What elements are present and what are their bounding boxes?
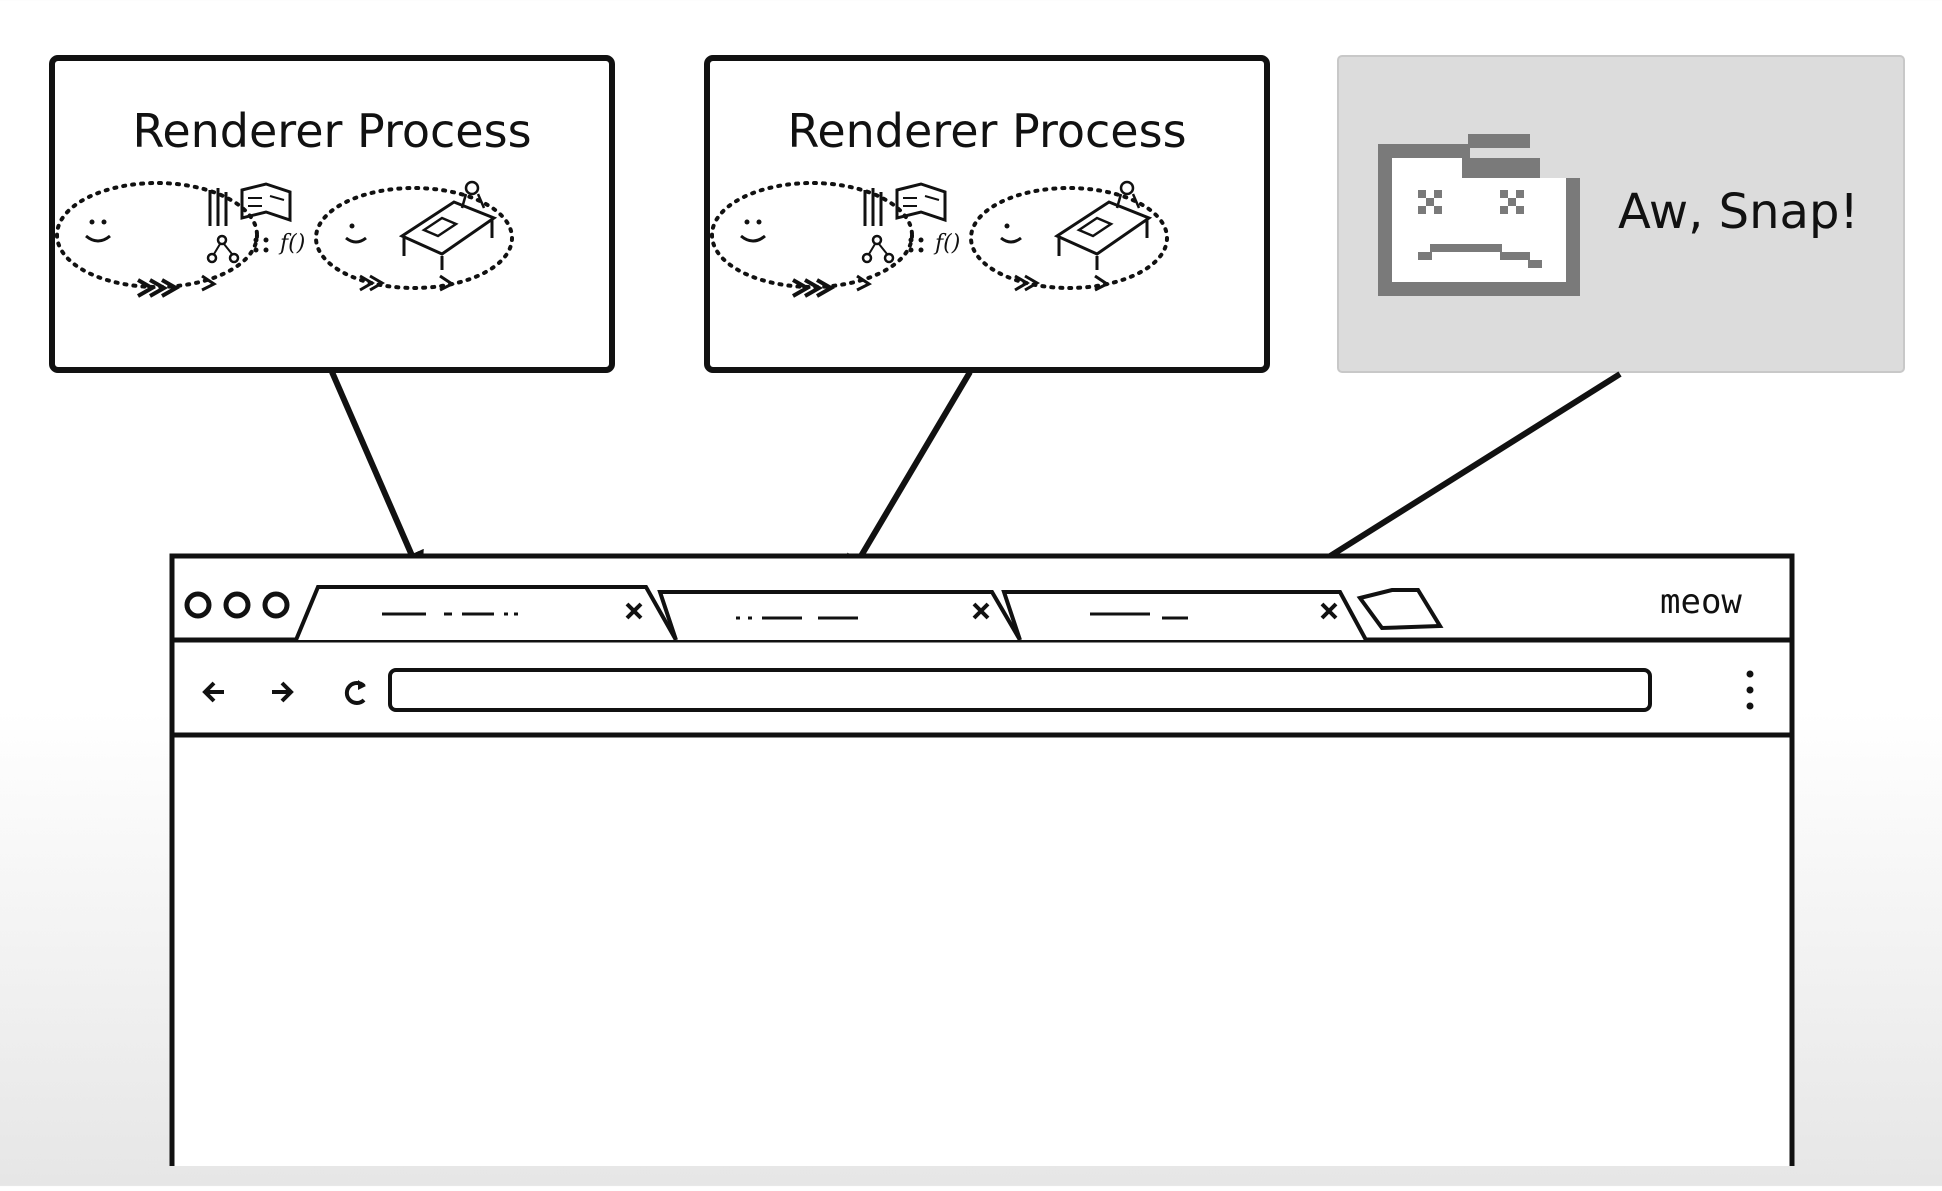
- close-icon[interactable]: [1320, 602, 1338, 620]
- arrow-to-tab-3: [1287, 371, 1622, 583]
- arrow-to-tab-2: [845, 370, 973, 583]
- browser-brand-label: meow: [1660, 582, 1742, 622]
- crashed-process-panel: [1337, 55, 1905, 373]
- process-title-1: Renderer Process: [132, 104, 532, 158]
- new-tab-button[interactable]: [1356, 588, 1444, 631]
- tab-2[interactable]: [657, 590, 1022, 642]
- menu-dots-icon[interactable]: [1746, 670, 1754, 710]
- sad-folder-icon: [1378, 134, 1580, 296]
- browser-window: [169, 553, 1795, 1166]
- tab-3[interactable]: [1001, 590, 1368, 641]
- renderer-process-box-2: [704, 55, 1270, 373]
- reload-icon[interactable]: [344, 680, 366, 705]
- forward-arrow-icon[interactable]: [272, 681, 294, 703]
- arrow-to-tab-1: [329, 370, 424, 579]
- crash-message: Aw, Snap!: [1618, 184, 1859, 240]
- renderer-process-box-1: [49, 55, 615, 373]
- close-icon[interactable]: [972, 602, 990, 620]
- window-controls[interactable]: [184, 591, 290, 619]
- back-arrow-icon[interactable]: [202, 681, 224, 703]
- tab-1[interactable]: [294, 585, 678, 641]
- process-title-2: Renderer Process: [787, 104, 1187, 158]
- close-icon[interactable]: [625, 602, 643, 620]
- address-bar[interactable]: [388, 668, 1652, 712]
